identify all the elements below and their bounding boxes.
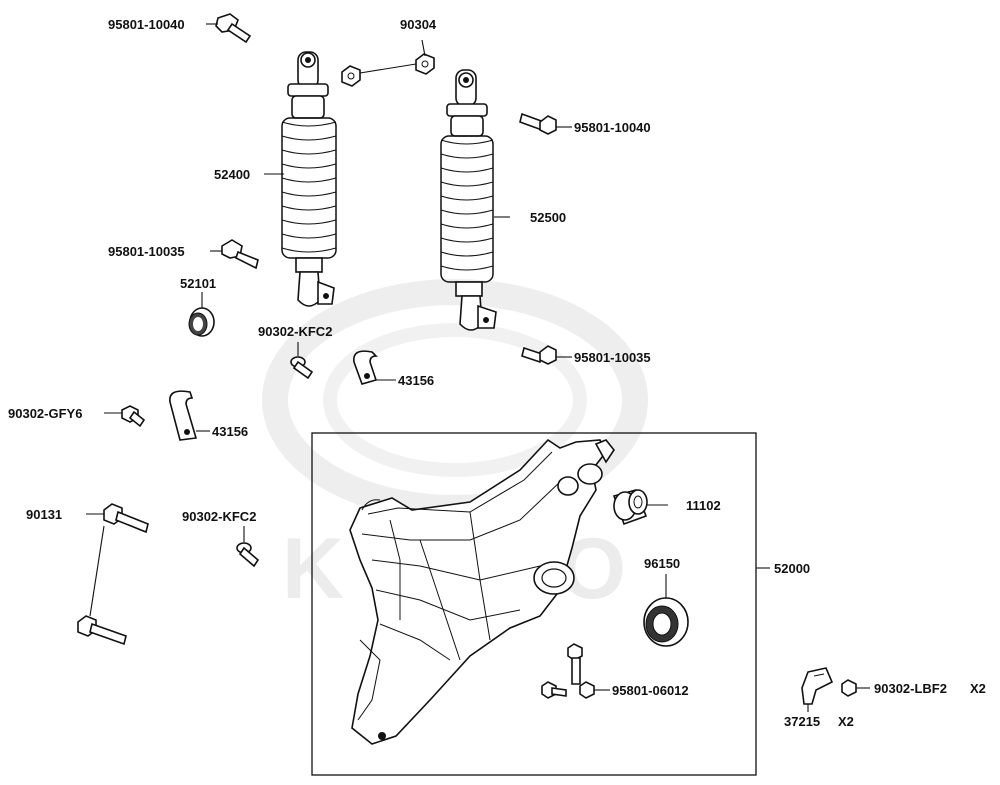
clamp-icon bbox=[169, 390, 198, 441]
bolt-icon bbox=[221, 239, 259, 270]
bushing-icon bbox=[612, 489, 648, 526]
screw-icon bbox=[121, 405, 146, 428]
callout-52500: 52500 bbox=[530, 210, 566, 225]
screw-icon bbox=[841, 679, 857, 697]
callout-90302-lbf2: 90302-LBF2 bbox=[874, 681, 947, 696]
callout-90302-kfc2-lower: 90302-KFC2 bbox=[182, 509, 256, 524]
swing-arm-icon bbox=[349, 438, 615, 745]
long-bolt-icon bbox=[77, 503, 149, 646]
callout-90302-gfy6: 90302-GFY6 bbox=[8, 406, 82, 421]
callout-95801-10035-right: 95801-10035 bbox=[574, 350, 651, 365]
screw-icon bbox=[236, 542, 260, 568]
assembly-frame bbox=[311, 432, 757, 776]
clip-icon bbox=[801, 667, 834, 705]
callout-52000: 52000 bbox=[774, 561, 810, 576]
callout-95801-06012: 95801-06012 bbox=[612, 683, 689, 698]
callout-52400: 52400 bbox=[214, 167, 250, 182]
clamp-icon bbox=[353, 350, 378, 385]
shock-absorber-right-icon bbox=[440, 69, 497, 331]
screw-icon bbox=[290, 356, 314, 380]
callout-95801-10040-top: 95801-10040 bbox=[108, 17, 185, 32]
callout-37215: 37215 bbox=[784, 714, 820, 729]
callout-90131: 90131 bbox=[26, 507, 62, 522]
quantity-90302-lbf2: X2 bbox=[970, 681, 986, 696]
bolt-icon bbox=[519, 112, 557, 135]
callout-43156-upper: 43156 bbox=[398, 373, 434, 388]
callout-95801-10040-right: 95801-10040 bbox=[574, 120, 651, 135]
small-bolt-icon bbox=[541, 643, 595, 699]
callout-labels: 95801-10040 90304 95801-10040 52400 5250… bbox=[8, 17, 986, 729]
callout-52101: 52101 bbox=[180, 276, 216, 291]
seal-ring-icon bbox=[188, 307, 215, 337]
callout-90302-kfc2-upper: 90302-KFC2 bbox=[258, 324, 332, 339]
callout-96150: 96150 bbox=[644, 556, 680, 571]
callout-11102: 11102 bbox=[686, 498, 721, 513]
bolt-icon bbox=[215, 13, 252, 44]
leader-lines bbox=[86, 23, 870, 712]
callout-90304: 90304 bbox=[400, 17, 437, 32]
callout-95801-10035-left: 95801-10035 bbox=[108, 244, 185, 259]
bolt-icon bbox=[521, 345, 557, 365]
bearing-icon bbox=[643, 597, 689, 647]
callout-43156-lower: 43156 bbox=[212, 424, 248, 439]
shock-absorber-left-icon bbox=[281, 51, 337, 307]
quantity-37215: X2 bbox=[838, 714, 854, 729]
nut-icon bbox=[341, 53, 435, 87]
